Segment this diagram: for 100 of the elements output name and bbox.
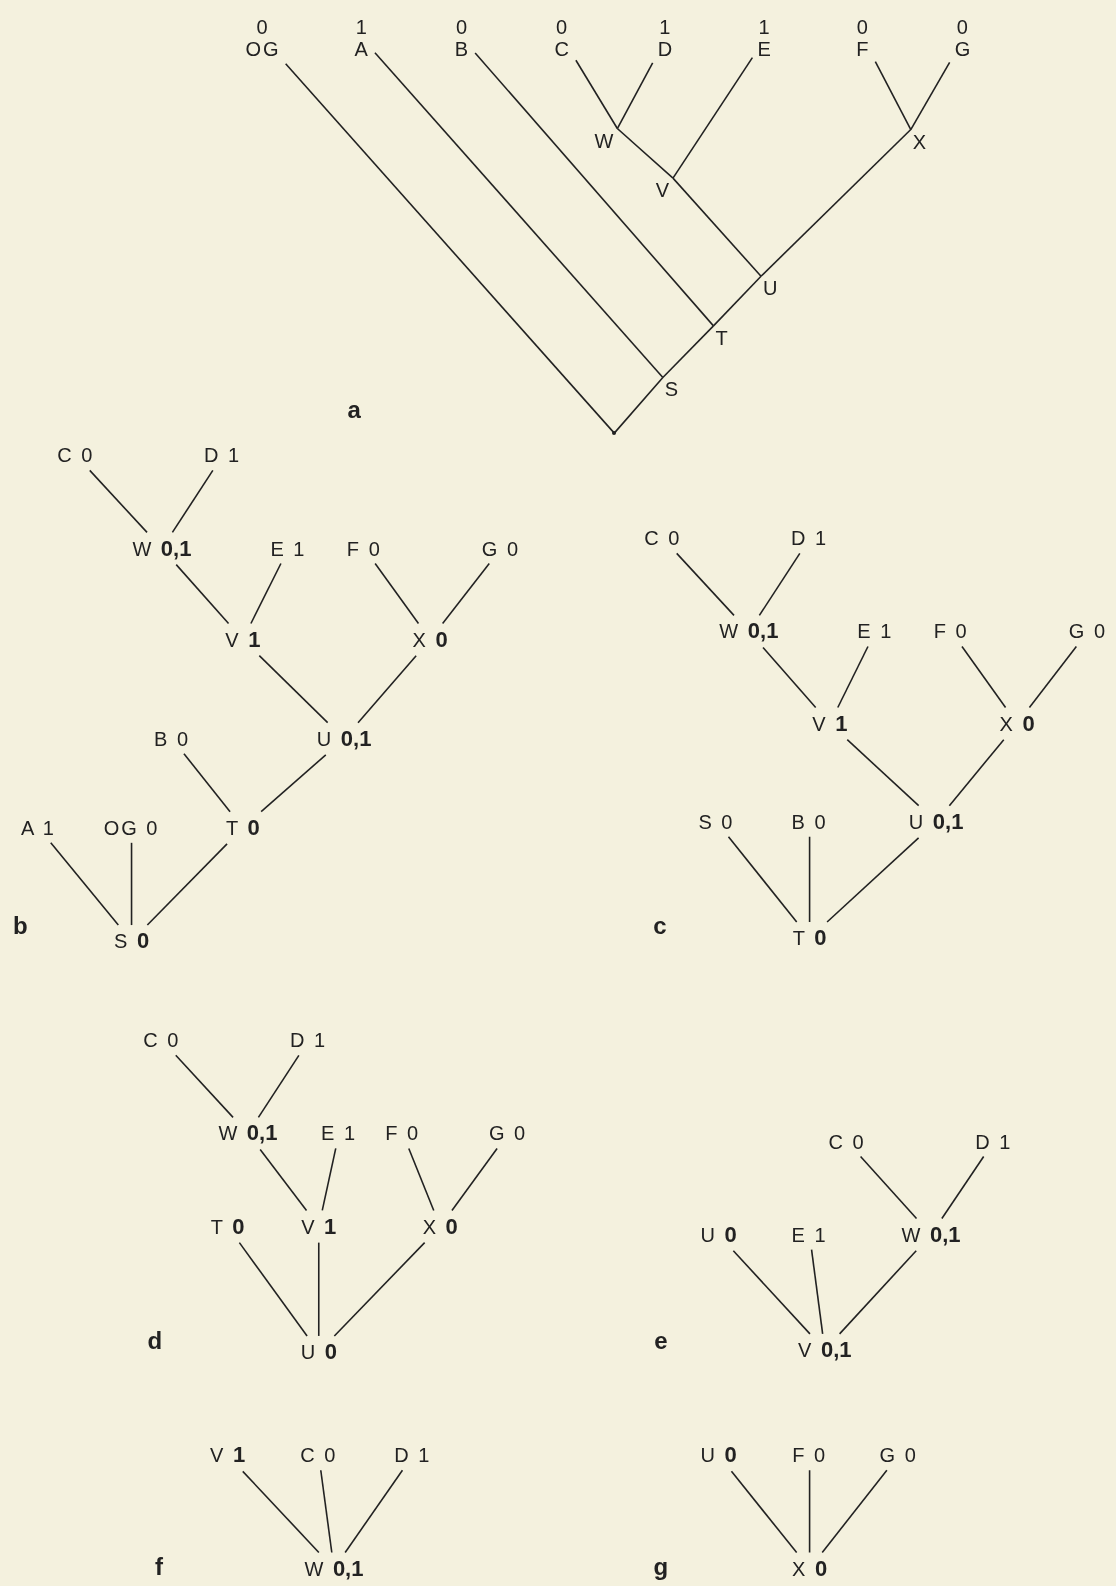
character-state: 1 bbox=[758, 16, 772, 39]
node-label: U bbox=[761, 276, 782, 301]
node-label: D 1 bbox=[202, 443, 244, 468]
branch-line bbox=[258, 654, 329, 724]
node-label: G 0 bbox=[486, 1121, 530, 1146]
taxon-label: G bbox=[954, 38, 973, 61]
taxon-label: D bbox=[657, 38, 675, 61]
branch-line bbox=[259, 1148, 308, 1212]
branch-line bbox=[838, 1249, 917, 1335]
node-label: OG 0 bbox=[101, 815, 162, 840]
branch-line bbox=[174, 1054, 234, 1119]
branch-line bbox=[183, 752, 231, 813]
node-label: U 0,1 bbox=[906, 808, 966, 835]
taxon-label: OG bbox=[245, 38, 281, 61]
taxon-label: C bbox=[554, 38, 571, 61]
node-label: G 0 bbox=[1066, 619, 1109, 644]
branch-line bbox=[374, 562, 420, 625]
node-label: U 0 bbox=[298, 1338, 339, 1366]
branch-line bbox=[49, 842, 120, 926]
node-label: T 0 bbox=[208, 1213, 247, 1240]
node-label: T 0 bbox=[224, 814, 262, 841]
branch-line bbox=[408, 1147, 435, 1212]
node-label: B 0 bbox=[789, 809, 830, 834]
node-label: S 0 bbox=[111, 928, 152, 955]
branch-line bbox=[846, 738, 920, 807]
branch-line bbox=[257, 1054, 300, 1119]
node-label: G 0 bbox=[877, 1443, 920, 1468]
taxon-label: A bbox=[354, 38, 370, 61]
taxon-label: E bbox=[757, 38, 773, 61]
branch-line bbox=[319, 1469, 333, 1554]
branch-line bbox=[171, 469, 214, 534]
node-label: W 0,1 bbox=[302, 1555, 366, 1582]
taxon-label: B bbox=[454, 38, 471, 61]
node-label: W 0,1 bbox=[717, 618, 781, 645]
branch-line bbox=[837, 645, 869, 709]
node-label: V 1 bbox=[208, 1442, 248, 1469]
node-label: F 0 bbox=[344, 536, 384, 561]
panel-letter: b bbox=[12, 911, 28, 940]
node-label: W 0,1 bbox=[899, 1221, 963, 1248]
branch-line bbox=[616, 127, 674, 179]
branch-line bbox=[146, 843, 228, 926]
node-label: T bbox=[713, 325, 732, 350]
branch-line bbox=[260, 754, 327, 813]
branch-line bbox=[808, 1469, 811, 1554]
node-label: S bbox=[662, 377, 683, 402]
node-label: V 0,1 bbox=[796, 1336, 854, 1364]
node-label: X 0 bbox=[997, 710, 1037, 737]
node-label: C 0 bbox=[826, 1129, 868, 1154]
node-label: W 0,1 bbox=[216, 1120, 280, 1147]
branch-line bbox=[238, 1241, 308, 1337]
branch-line bbox=[758, 552, 801, 617]
node-label: D 1 bbox=[288, 1028, 330, 1053]
node-label: T 0 bbox=[790, 925, 829, 952]
branch-line bbox=[727, 835, 798, 923]
branch-line bbox=[808, 835, 811, 923]
branch-line bbox=[357, 654, 417, 724]
node-label: S 0 bbox=[696, 809, 737, 834]
character-state: 0 bbox=[856, 16, 870, 39]
branch-line bbox=[730, 1470, 798, 1554]
branch-line bbox=[826, 837, 920, 923]
character-state: 0 bbox=[455, 16, 470, 39]
node-label: U 0,1 bbox=[314, 725, 374, 752]
branch-line bbox=[672, 177, 762, 278]
node-label: V 1 bbox=[299, 1213, 339, 1240]
branch-line bbox=[130, 842, 133, 926]
node-label: E 1 bbox=[789, 1222, 830, 1247]
branch-line bbox=[374, 51, 664, 379]
node-label: D 1 bbox=[392, 1443, 434, 1468]
node-label: V 1 bbox=[223, 626, 263, 653]
branch-line bbox=[344, 1469, 404, 1554]
taxon-label: F bbox=[856, 38, 871, 61]
panel-letter: f bbox=[154, 1552, 163, 1581]
panel-letter: a bbox=[347, 395, 361, 424]
character-state: 1 bbox=[659, 16, 673, 39]
branch-line bbox=[941, 1155, 985, 1220]
node-label: C 0 bbox=[55, 443, 97, 468]
panel-letter: g bbox=[653, 1552, 669, 1581]
branch-line bbox=[760, 128, 912, 278]
panel-letter: d bbox=[147, 1326, 163, 1355]
branch-line bbox=[732, 1249, 811, 1335]
branch-line bbox=[810, 1248, 824, 1335]
branch-line bbox=[575, 59, 619, 130]
node-label: X 0 bbox=[410, 626, 450, 653]
character-state: 1 bbox=[355, 16, 369, 39]
node-label: W bbox=[592, 128, 618, 153]
node-label: E 1 bbox=[319, 1121, 360, 1146]
branch-line bbox=[441, 562, 491, 625]
character-state: 0 bbox=[256, 16, 270, 39]
branch-line bbox=[317, 1241, 320, 1337]
branch-line bbox=[675, 552, 735, 617]
node-label: B 0 bbox=[152, 726, 193, 751]
node-label: F 0 bbox=[790, 1443, 830, 1468]
branch-line bbox=[451, 1147, 498, 1212]
branch-line bbox=[961, 645, 1007, 709]
branch-line bbox=[859, 1155, 918, 1220]
node-label: U 0 bbox=[698, 1221, 739, 1248]
node-label: D 1 bbox=[789, 526, 831, 551]
node-label: D 1 bbox=[973, 1129, 1015, 1154]
node-label: F 0 bbox=[931, 619, 971, 644]
branch-line bbox=[242, 1470, 320, 1554]
